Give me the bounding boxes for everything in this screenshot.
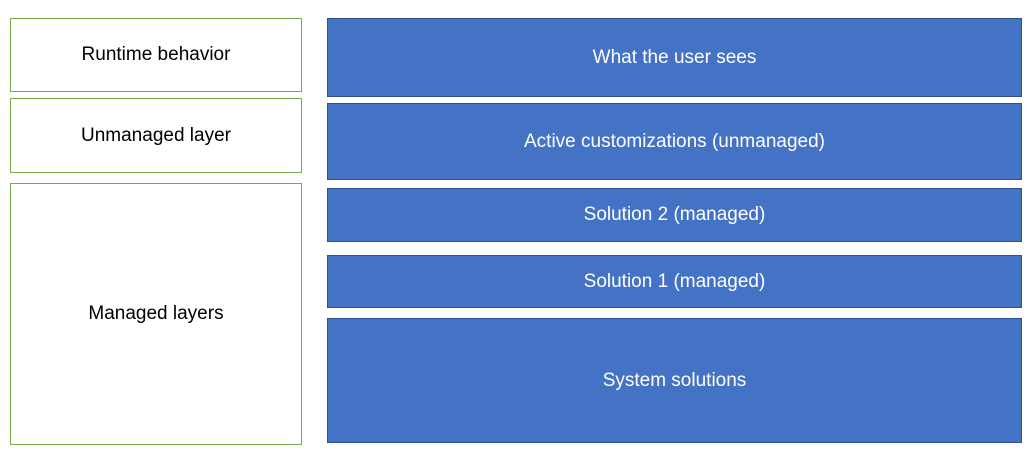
layer-box-what-the-user-sees: What the user sees <box>327 18 1022 97</box>
layer-box-solution-2-label: Solution 2 (managed) <box>583 204 766 226</box>
layer-box-system-solutions-label: System solutions <box>602 369 747 391</box>
left-box-unmanaged-layer-label: Unmanaged layer <box>81 124 231 146</box>
layer-box-active-customizations: Active customizations (unmanaged) <box>327 103 1022 180</box>
left-box-runtime-behavior-label: Runtime behavior <box>81 44 231 66</box>
layer-box-what-the-user-sees-label: What the user sees <box>592 46 757 68</box>
layer-box-solution-1: Solution 1 (managed) <box>327 255 1022 308</box>
left-box-managed-layers-label: Managed layers <box>88 303 224 325</box>
layer-box-active-customizations-label: Active customizations (unmanaged) <box>524 130 825 152</box>
layer-box-solution-2: Solution 2 (managed) <box>327 188 1022 242</box>
left-box-managed-layers: Managed layers <box>10 183 302 445</box>
left-box-runtime-behavior: Runtime behavior <box>10 18 302 92</box>
layer-box-solution-1-label: Solution 1 (managed) <box>583 270 766 292</box>
layer-box-system-solutions: System solutions <box>327 318 1022 443</box>
left-box-unmanaged-layer: Unmanaged layer <box>10 98 302 173</box>
